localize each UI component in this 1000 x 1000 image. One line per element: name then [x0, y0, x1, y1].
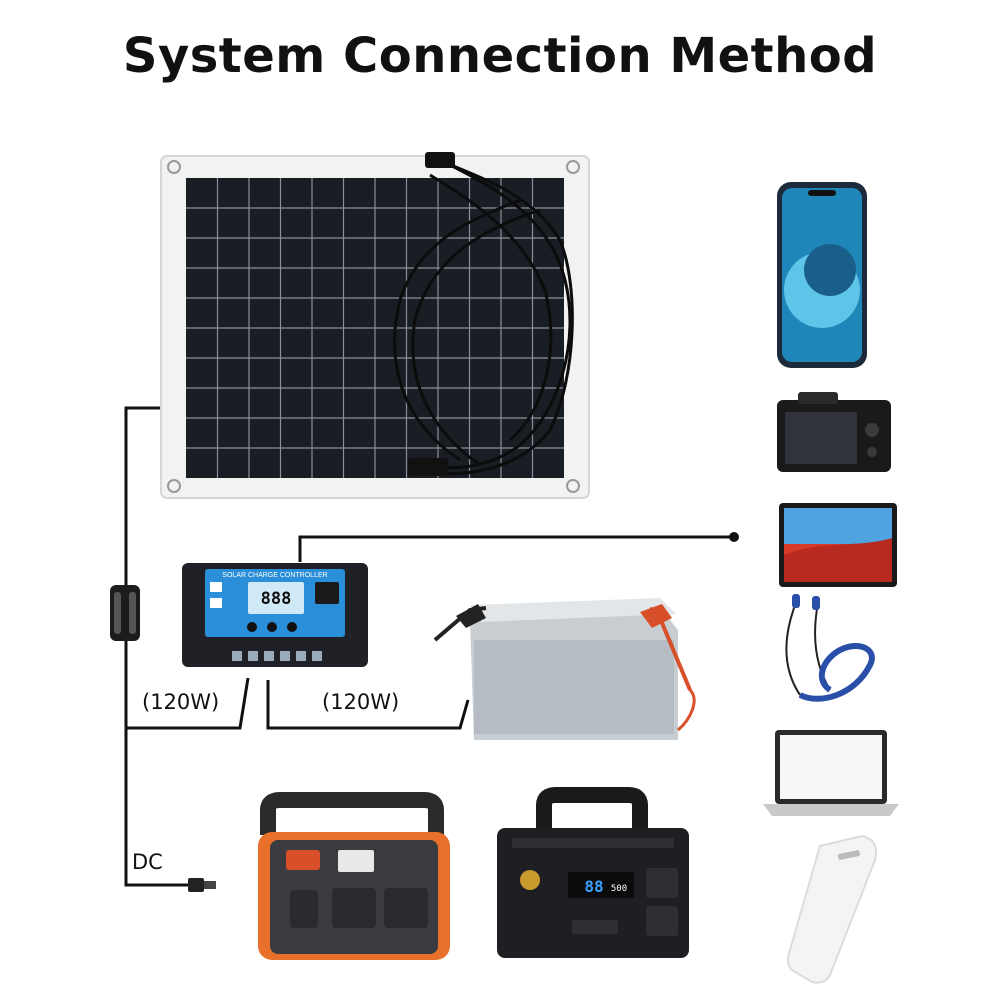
smartphone-icon — [777, 182, 867, 368]
charge-controller-icon: SOLAR CHARGE CONTROLLER 888 — [182, 563, 368, 667]
battery-icon — [433, 598, 696, 740]
mc4-connector-icon — [110, 585, 140, 641]
power-label-left: (120W) — [142, 690, 220, 714]
controller-header: SOLAR CHARGE CONTROLLER — [222, 572, 327, 579]
power-label-right: (120W) — [322, 690, 400, 714]
dc-plug-icon — [188, 878, 216, 892]
power-station-icon — [258, 792, 450, 960]
laptop-icon — [763, 730, 899, 816]
station-display: 88 — [584, 877, 603, 896]
wire-controller-left — [126, 677, 250, 730]
wire-panel-main — [124, 406, 188, 887]
controller-display: 888 — [261, 589, 292, 609]
wire-controller-load — [298, 535, 730, 562]
dc-label: DC — [132, 850, 163, 874]
tablet-icon — [779, 503, 897, 587]
earphones-icon — [785, 594, 875, 702]
page-title: System Connection Method — [122, 28, 878, 84]
wiring — [124, 406, 730, 887]
wire-end-dot — [729, 532, 739, 542]
camera-icon — [777, 392, 891, 472]
power-bank-icon — [786, 834, 878, 984]
station-display-small: 500 — [611, 884, 627, 894]
wire-controller-battery — [266, 680, 470, 730]
solar-panel-icon — [160, 152, 590, 499]
power-station-large-icon: 88 500 — [497, 787, 689, 958]
